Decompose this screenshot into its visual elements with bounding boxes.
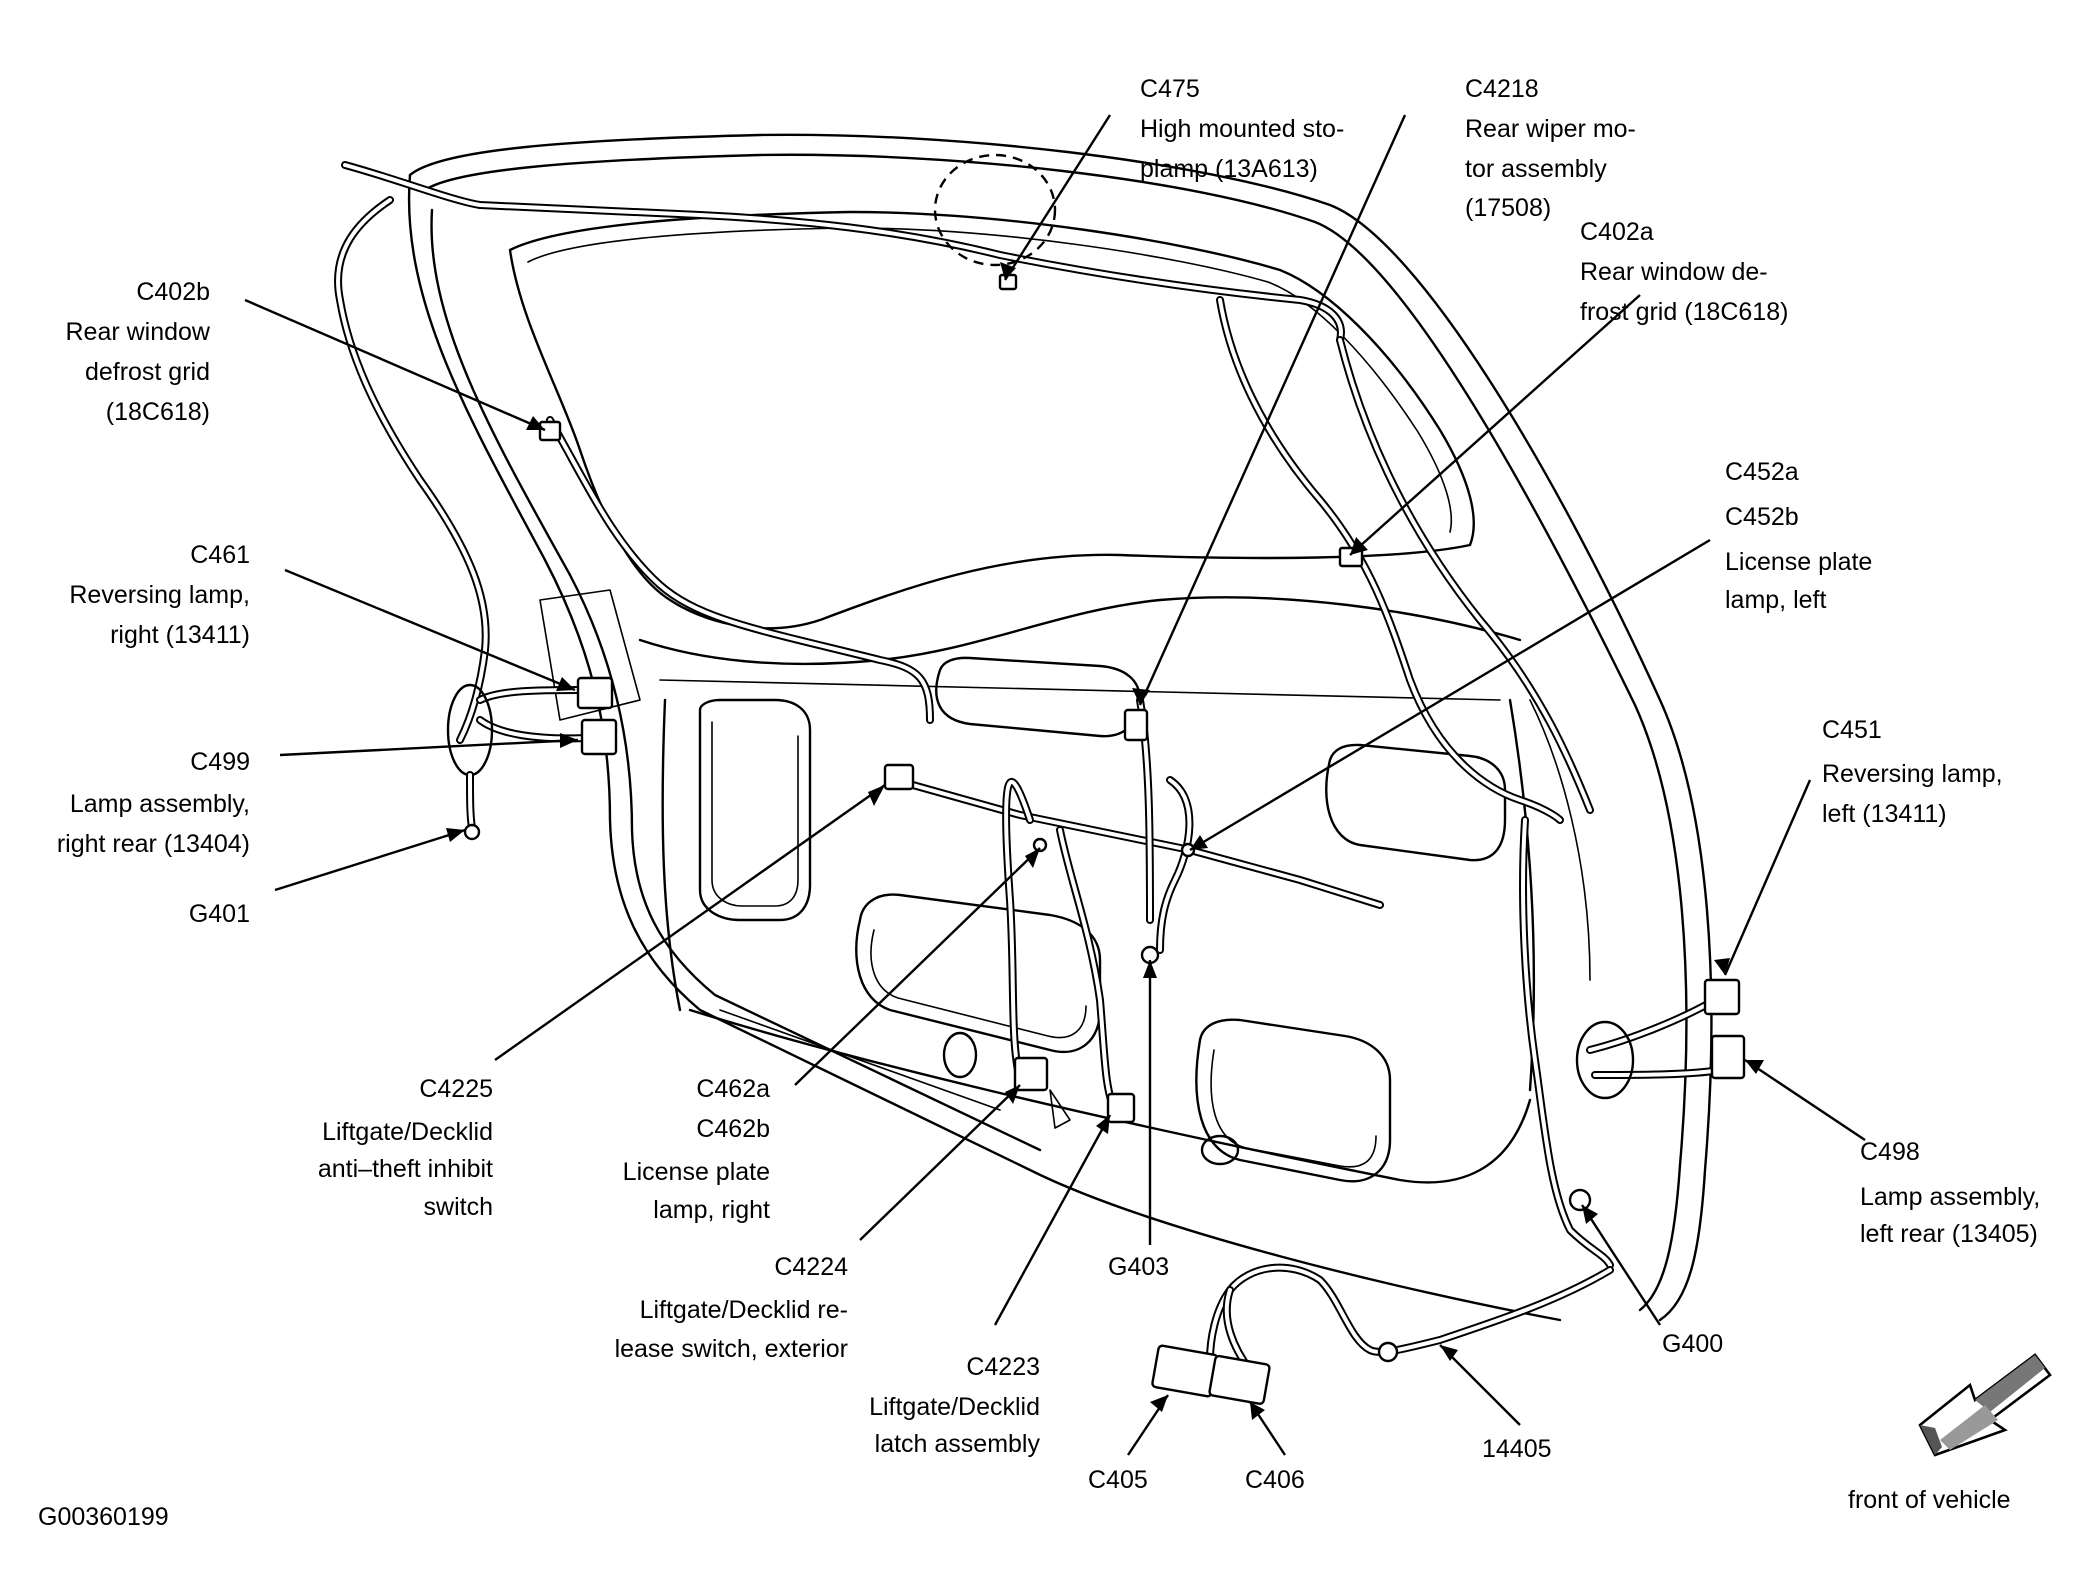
label-code: 14405 (1482, 1435, 1552, 1463)
label-code: G400 (1662, 1330, 1723, 1358)
callout-c4223: C4223 Liftgate/Decklid latch assembly (869, 1353, 1040, 1458)
callout-c4224: C4224 Liftgate/Decklid re- lease switch,… (615, 1253, 849, 1363)
front-of-vehicle-label: front of vehicle (1848, 1486, 2011, 1514)
label-code: G401 (189, 900, 250, 928)
callout-c4218: C4218 Rear wiper mo- tor assembly (17508… (1465, 75, 1636, 222)
label-desc-3: switch (424, 1193, 493, 1221)
connector-c402b (538, 420, 562, 442)
connectors (463, 273, 1746, 1405)
leader-lines (244, 114, 1866, 1456)
label-code: C4224 (774, 1253, 848, 1281)
label-desc-2: lease switch, exterior (615, 1335, 848, 1363)
label-desc-2: right rear (13404) (57, 830, 250, 858)
label-code: C498 (1860, 1138, 1920, 1166)
label-code: C402b (136, 278, 210, 306)
label-desc-2: tor assembly (1465, 155, 1607, 183)
label-desc-1: Reversing lamp, (1822, 760, 2003, 788)
callout-c405: C405 (1088, 1466, 1148, 1494)
callout-c462: C462a C462b License plate lamp, right (623, 1075, 770, 1224)
connector-c452 (1180, 842, 1196, 858)
callout-c4225: C4225 Liftgate/Decklid anti–theft inhibi… (318, 1075, 493, 1221)
label-desc-2: frost grid (18C618) (1580, 298, 1788, 326)
label-code: C4225 (419, 1075, 493, 1103)
label-desc-1: Lamp assembly, (70, 790, 250, 818)
label-desc-2: lamp, right (653, 1196, 770, 1224)
label-desc-1: Liftgate/Decklid (869, 1393, 1040, 1421)
callout-c475: C475 High mounted sto- plamp (13A613) (1140, 75, 1344, 183)
connector-c498 (1710, 1034, 1746, 1080)
connector-c4218 (1123, 708, 1149, 742)
label-desc-2: left (13411) (1822, 800, 1947, 828)
label-code-b: C462b (696, 1115, 770, 1143)
wiring-harness (334, 153, 1724, 1374)
connector-c462 (1032, 837, 1048, 853)
label-code: C406 (1245, 1466, 1305, 1494)
label-desc-2: right (13411) (110, 621, 250, 649)
label-desc-1: Liftgate/Decklid re- (640, 1296, 848, 1324)
connector-c406 (1208, 1354, 1271, 1405)
callout-c452: C452a C452b License plate lamp, left (1725, 458, 1872, 614)
label-code: C461 (190, 541, 250, 569)
label-desc-3: (17508) (1465, 194, 1551, 222)
label-desc-2: plamp (13A613) (1140, 155, 1318, 183)
connector-c4223 (1106, 1092, 1136, 1124)
label-desc-1: Reversing lamp, (69, 581, 250, 609)
callout-c402a: C402a Rear window de- frost grid (18C618… (1580, 218, 1788, 326)
label-code: C475 (1140, 75, 1200, 103)
label-desc-2: left rear (13405) (1860, 1220, 2038, 1248)
label-code: G403 (1108, 1253, 1169, 1281)
callout-c461: C461 Reversing lamp, right (13411) (69, 541, 250, 649)
label-code: C451 (1822, 716, 1882, 744)
label-desc-1: Rear window de- (1580, 258, 1768, 286)
label-code: C405 (1088, 1466, 1148, 1494)
figure-id: G00360199 (38, 1503, 169, 1531)
connector-c461 (576, 676, 614, 710)
ground-g401 (463, 823, 481, 841)
label-desc-2: lamp, left (1725, 586, 1826, 614)
connector-c451 (1703, 978, 1741, 1016)
label-desc-2: latch assembly (875, 1430, 1041, 1458)
label-desc-1: Rear window (65, 318, 210, 346)
front-of-vehicle-arrow-icon (1918, 1353, 2052, 1457)
label-code-a: C462a (696, 1075, 770, 1103)
label-code: C4218 (1465, 75, 1539, 103)
label-desc-1: Lamp assembly, (1860, 1183, 2040, 1211)
callout-c406: C406 (1245, 1466, 1305, 1494)
callout-c499: C499 Lamp assembly, right rear (13404) (57, 748, 250, 858)
callout-g401: G401 (189, 900, 250, 928)
label-desc-1: License plate (623, 1158, 770, 1186)
label-code-b: C452b (1725, 503, 1799, 531)
connector-c4225 (883, 763, 915, 791)
harness-14405-end (1377, 1341, 1399, 1363)
callout-14405: 14405 (1482, 1435, 1552, 1463)
label-code: C4223 (966, 1353, 1040, 1381)
callout-g400: G400 (1662, 1330, 1723, 1358)
label-desc-3: (18C618) (106, 398, 210, 426)
label-code: C402a (1580, 218, 1654, 246)
label-code-a: C452a (1725, 458, 1799, 486)
callout-c402b: C402b Rear window defrost grid (18C618) (65, 278, 210, 426)
callout-g403: G403 (1108, 1253, 1169, 1281)
label-desc-1: Liftgate/Decklid (322, 1118, 493, 1146)
label-desc-1: Rear wiper mo- (1465, 115, 1636, 143)
connector-c405 (1151, 1344, 1219, 1398)
label-desc-2: anti–theft inhibit (318, 1155, 493, 1183)
connector-c4224 (1013, 1056, 1049, 1092)
callout-c498: C498 Lamp assembly, left rear (13405) (1860, 1138, 2040, 1248)
ground-g400 (1568, 1188, 1592, 1212)
label-desc-2: defrost grid (85, 358, 210, 386)
label-desc-1: High mounted sto- (1140, 115, 1344, 143)
callout-c451: C451 Reversing lamp, left (13411) (1822, 716, 2003, 828)
label-code: C499 (190, 748, 250, 776)
connector-c499 (580, 718, 618, 756)
label-desc-1: License plate (1725, 548, 1872, 576)
